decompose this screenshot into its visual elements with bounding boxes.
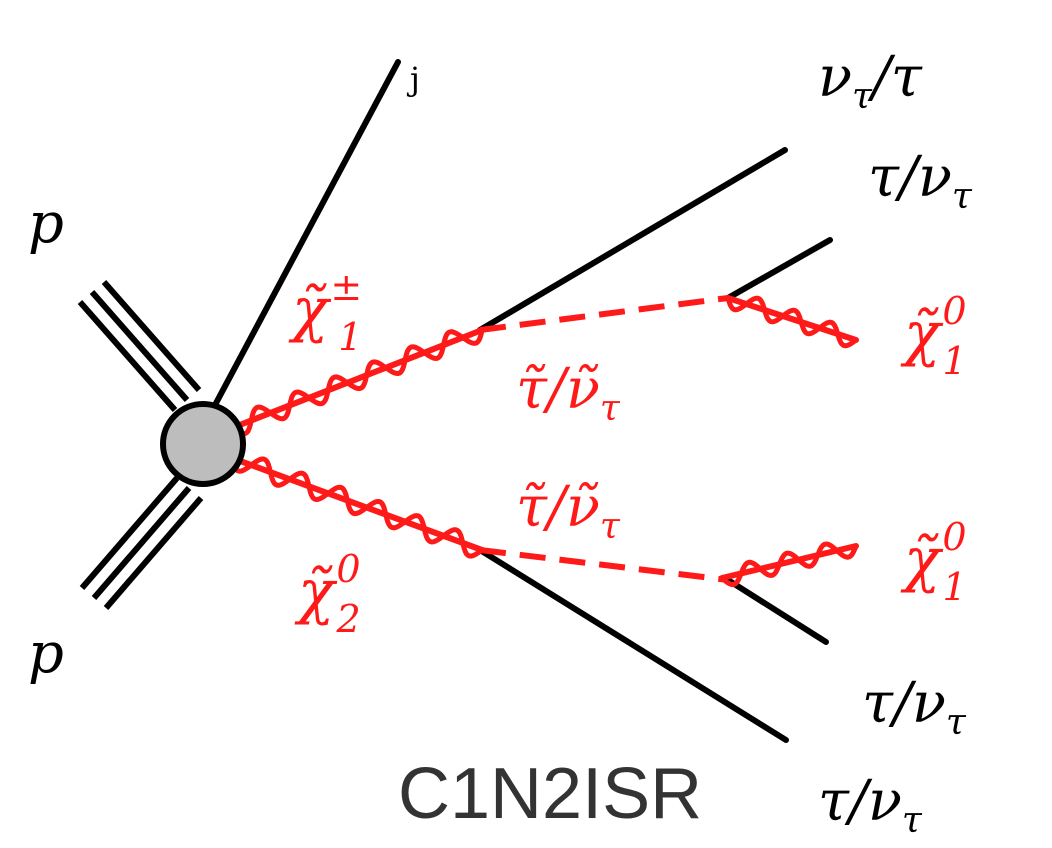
neutralino2-line [229,455,485,559]
tau-line-3 [725,577,829,645]
tau-line-1 [477,147,788,333]
proton-beam-top [77,280,202,412]
jet-line [212,59,401,408]
chargino-line [229,327,485,437]
interaction-vertex [160,401,246,487]
lsp-line-bottom [719,541,859,588]
lsp-line-top [725,295,859,349]
chargino-label: χ̃±1 [288,265,362,359]
slepton-label-bottom: τ̃/ν̃τ [516,475,621,547]
final-state-label-3: τ/ντ [862,671,967,743]
tau-line-4 [477,547,789,743]
proton-label-top: p [28,191,64,256]
jet-label: j [406,60,420,98]
proton-beam-bottom [79,476,204,610]
slepton-line-top [479,295,729,333]
slepton-label-top: τ̃/ν̃τ [516,357,621,429]
final-state-label-1: ντ/τ [818,45,923,117]
proton-label-bottom: p [28,621,64,686]
tau-line-2 [725,237,833,301]
final-state-label-2: τ/ντ [868,145,973,217]
diagram-caption: C1N2ISR [398,754,702,834]
slepton-line-bottom [479,547,729,583]
final-state-label-4: τ/ντ [818,769,923,841]
